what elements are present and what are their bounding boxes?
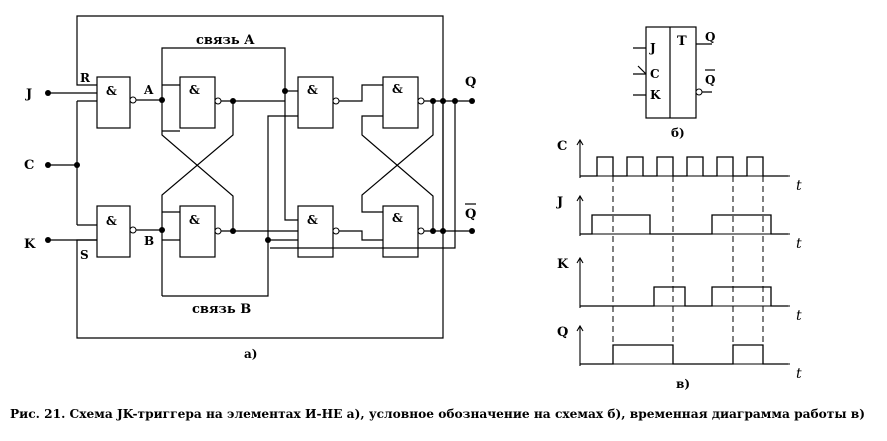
nand-gate-2	[96, 205, 131, 258]
symbol-J: J	[649, 41, 656, 55]
time-label-C: t	[796, 178, 802, 194]
label-link-B: связь B	[192, 302, 251, 317]
axis-arrow-C	[576, 138, 584, 146]
gate-1-symbol: &	[106, 84, 117, 98]
gate-3-symbol: &	[189, 83, 200, 97]
link-B-wire	[162, 115, 298, 297]
axis-C	[579, 140, 790, 178]
axis-arrow-K	[576, 256, 584, 264]
wire-C	[48, 100, 97, 226]
nand-gate-3	[179, 76, 216, 129]
nand-gate-4	[179, 205, 216, 258]
time-label-Q: t	[796, 366, 802, 382]
label-Q: Q	[465, 75, 476, 90]
signal-label-J: J	[556, 195, 563, 210]
flipflop-symbol: T J C K Q Q б)	[633, 26, 715, 140]
symbol-K: K	[650, 88, 661, 102]
gate-8-symbol: &	[392, 211, 403, 225]
label-A: A	[143, 83, 154, 97]
link-A-wire	[161, 47, 298, 221]
gate-4-symbol: &	[189, 213, 200, 227]
signal-label-K: K	[557, 257, 569, 272]
waveform-Q	[580, 344, 788, 365]
symbol-Qbar: Q	[705, 73, 715, 87]
label-R: R	[80, 71, 91, 85]
cross-coupling-slave	[361, 101, 434, 231]
symbol-C: C	[650, 67, 660, 81]
symbol-title: T	[677, 34, 687, 49]
nand-gate-1	[96, 76, 131, 129]
caption-c: в)	[676, 377, 690, 391]
signal-label-Q: Q	[557, 325, 568, 340]
label-K: K	[24, 237, 36, 252]
symbol-box	[645, 26, 697, 119]
clock-edge-marker	[637, 65, 647, 75]
label-Qbar: Q	[465, 207, 476, 222]
nand-gate-5	[297, 76, 334, 129]
circuit-diagram: & & & & &	[24, 15, 476, 361]
label-B: B	[144, 234, 154, 248]
gate-2-symbol: &	[106, 214, 117, 228]
axis-arrow-J	[576, 194, 584, 202]
label-link-A: связь A	[196, 33, 255, 48]
nand-gate-7	[382, 76, 419, 129]
waveform-J	[580, 214, 788, 235]
label-S: S	[80, 248, 89, 262]
waveform-K	[580, 286, 788, 307]
caption-b: б)	[671, 126, 685, 140]
waveform-C	[580, 156, 788, 177]
symbol-Q: Q	[705, 30, 715, 44]
axis-J	[579, 196, 790, 236]
label-C: C	[24, 158, 34, 173]
cross-coupling-master	[161, 101, 234, 231]
time-label-J: t	[796, 236, 802, 252]
figure-caption: Рис. 21. Схема JK-триггера на элементах …	[10, 407, 865, 421]
axis-arrow-Q	[576, 324, 584, 332]
time-label-K: t	[796, 308, 802, 324]
axis-Q	[579, 326, 790, 366]
feedback-loop-top	[76, 15, 444, 231]
gate-5-symbol: &	[307, 83, 318, 97]
gate-6-symbol: &	[307, 213, 318, 227]
caption-a: а)	[244, 347, 257, 361]
gate-7-symbol: &	[392, 82, 403, 96]
signal-label-C: C	[557, 139, 567, 154]
label-J: J	[25, 87, 32, 102]
